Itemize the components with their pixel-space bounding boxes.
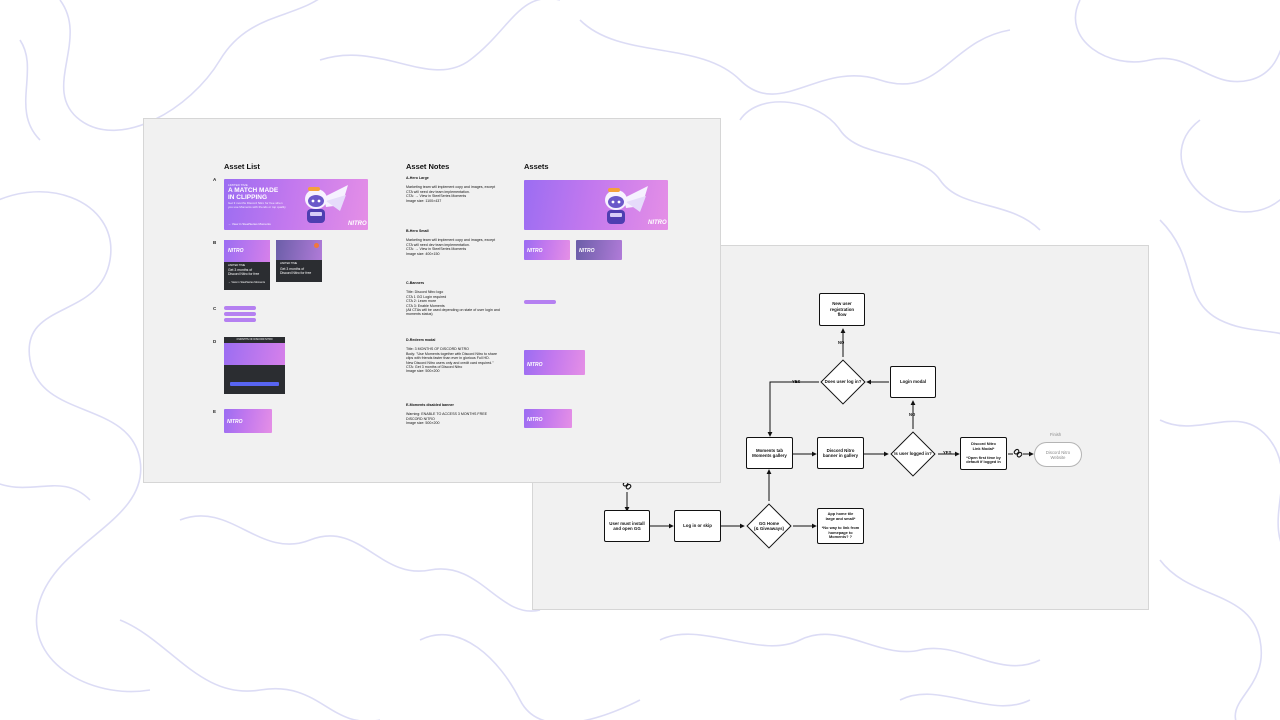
node-login-modal[interactable]: Login modal <box>890 366 936 398</box>
hero-title: A MATCH MADE IN CLIPPING <box>228 187 279 201</box>
row-letter: B <box>213 240 217 245</box>
asset-note-a: A-Hero Large Marketing team will impleme… <box>406 176 501 203</box>
note-body: Warning: ENABLE TO ACCESS 3 MONTHS FREE … <box>406 412 488 426</box>
edge-label-yes: YES <box>943 450 952 455</box>
asset-note-e: E-Moments disabled banner Warning: ENABL… <box>406 403 501 426</box>
note-title: E-Moments disabled banner <box>406 403 454 407</box>
hero-large-preview[interactable]: LIMITED TIME A MATCH MADE IN CLIPPING Ge… <box>224 179 368 230</box>
note-title: D-Redeem modal <box>406 338 436 342</box>
badge-icon <box>314 243 319 248</box>
asset-note-c: C-Banners Title: Discord Nitro logo CTA … <box>406 281 501 317</box>
node-install-gg[interactable]: User must install and open GG <box>604 510 650 542</box>
row-letter: A <box>213 177 217 182</box>
moments-disabled-banner-asset[interactable]: NITRO <box>524 409 572 428</box>
card-label: LIMITED TIME <box>228 264 246 267</box>
note-title: A-Hero Large <box>406 176 429 180</box>
asset-note-b: B-Hero Small Marketing team will impleme… <box>406 229 501 256</box>
flowchart-edges <box>622 328 1034 529</box>
hero-small-asset[interactable]: NITRO <box>576 240 622 260</box>
node-nitro-banner[interactable]: Discord Nitro banner in gallery <box>817 437 864 469</box>
card-text: Get 3 months of Discord Nitro for free <box>280 267 312 276</box>
edge-label-yes: YES <box>792 379 801 384</box>
wumpus-mascot-icon <box>305 185 348 223</box>
nitro-logo: NITRO <box>228 248 244 254</box>
banner-pill[interactable] <box>224 312 256 316</box>
row-letter: D <box>213 339 217 344</box>
nitro-logo: NITRO <box>227 419 243 425</box>
asset-list-board: Asset List Asset Notes Assets A B C D E … <box>143 118 721 483</box>
row-letter: C <box>213 306 217 311</box>
row-letter: E <box>213 409 217 414</box>
decision-gg-home[interactable]: GG Home (& Giveaways) <box>753 520 785 531</box>
nitro-logo: NITRO <box>579 248 595 254</box>
node-moments-tab[interactable]: Moments tab Moments gallery <box>746 437 793 469</box>
edge-label-no: NO <box>909 412 916 417</box>
banner-pill-asset[interactable] <box>524 300 556 304</box>
hero-small-card[interactable]: LIMITED TIME Get 3 months of Discord Nit… <box>276 240 322 282</box>
finish-label: Finish <box>1050 432 1062 437</box>
card-cta[interactable]: → View in SteelSeries Moments <box>228 281 266 284</box>
nitro-logo: NITRO <box>527 417 543 423</box>
decision-is-logged-in[interactable]: Is user logged in? <box>894 451 932 457</box>
note-title: C-Banners <box>406 281 425 285</box>
card-label: LIMITED TIME <box>280 262 298 265</box>
banner-pill[interactable] <box>224 306 256 310</box>
column-title-asset-notes: Asset Notes <box>406 162 450 171</box>
decision-does-user-log-in[interactable]: Does user log in? <box>824 379 862 385</box>
hero-eyebrow: LIMITED TIME <box>228 183 248 187</box>
moments-disabled-banner[interactable]: NITRO <box>224 409 272 433</box>
note-body: Marketing team will implement copy and i… <box>406 238 496 256</box>
hero-small-asset[interactable]: NITRO <box>524 240 570 260</box>
nitro-logo: NITRO <box>348 221 367 227</box>
modal-title: 3 MONTHS OF DISCORD NITRO <box>236 338 273 341</box>
modal-cta-button[interactable] <box>230 382 279 386</box>
note-body: Title: 3 MONTHS OF DISCORD NITRO Body: "… <box>406 347 497 374</box>
hero-small-card[interactable]: NITRO LIMITED TIME Get 3 months of Disco… <box>224 240 270 290</box>
column-title-assets: Assets <box>524 162 549 171</box>
nitro-logo: NITRO <box>648 220 667 226</box>
node-nitro-website[interactable]: Discord Nitro Website <box>1034 442 1082 467</box>
card-text: Get 3 months of Discord Nitro for free <box>228 268 260 277</box>
redeem-modal-asset[interactable]: NITRO <box>524 350 585 375</box>
asset-note-d: D-Redeem modal Title: 3 MONTHS OF DISCOR… <box>406 338 501 374</box>
redeem-modal-preview[interactable]: 3 MONTHS OF DISCORD NITRO <box>224 337 285 394</box>
nitro-logo: NITRO <box>527 248 543 254</box>
note-body: Marketing team will implement copy and i… <box>406 185 496 203</box>
wumpus-mascot-icon <box>605 186 648 224</box>
nitro-logo: NITRO <box>527 362 543 368</box>
note-body: Title: Discord Nitro logo CTA 1 GG Login… <box>406 290 500 317</box>
column-title-asset-list: Asset List <box>224 162 260 171</box>
banner-pill[interactable] <box>224 318 256 322</box>
node-nitro-link-modal[interactable]: Discord Nitro Link Modal* *Open first ti… <box>960 437 1007 470</box>
node-login-or-skip[interactable]: Log in or skip <box>674 510 721 542</box>
hero-large-asset[interactable]: NITRO <box>524 180 668 230</box>
note-title: B-Hero Small <box>406 229 429 233</box>
node-new-user-registration[interactable]: New user registration flow <box>819 293 865 326</box>
link-icon <box>1013 448 1023 458</box>
hero-cta[interactable]: → View in SteelSeries Moments <box>228 222 271 226</box>
edge-label-no: NO <box>838 340 845 345</box>
hero-subtitle: Get 3 months Discord Nitro for free when… <box>228 201 286 209</box>
node-app-home-tile[interactable]: App home tile large and small* *No way t… <box>817 508 864 544</box>
